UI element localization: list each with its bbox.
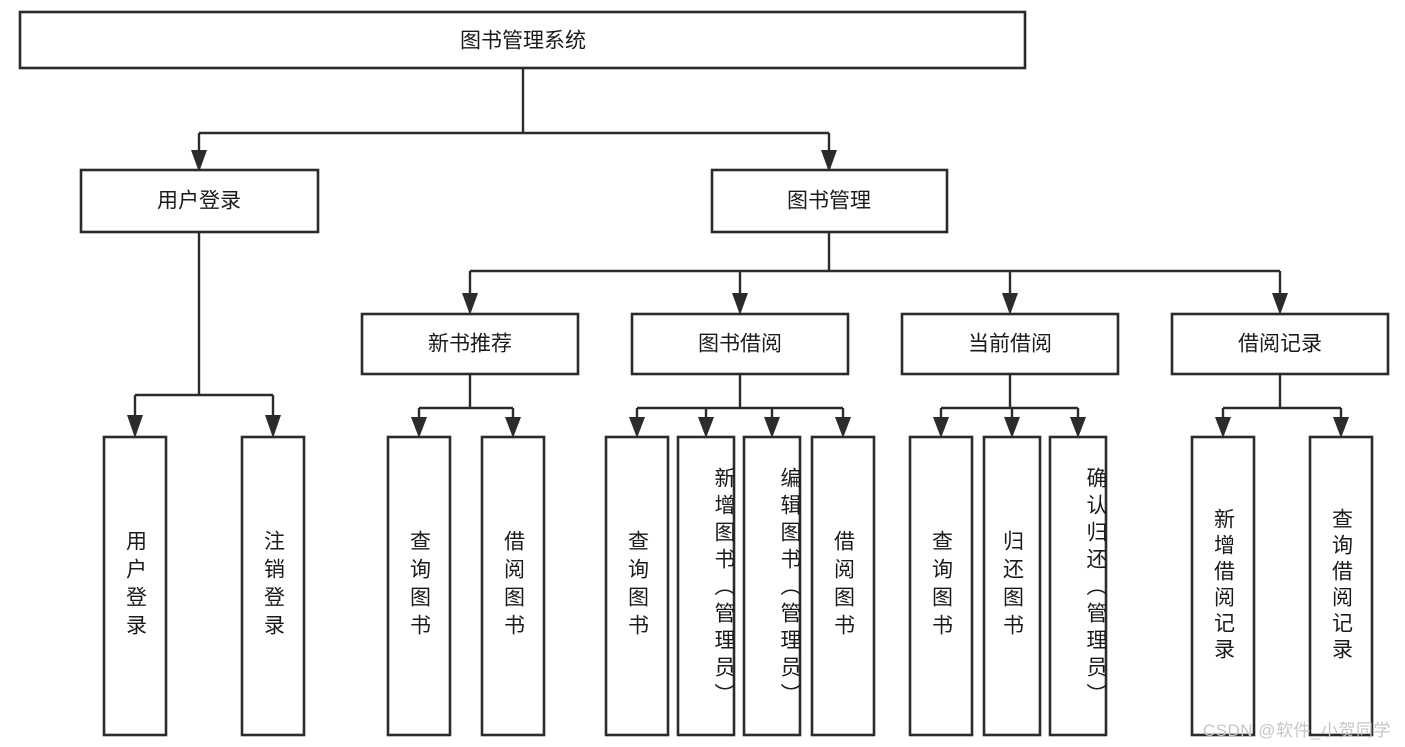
- leaf-cb-confirm-box[interactable]: [1048, 435, 1108, 737]
- leaf-cb-query-box[interactable]: [908, 435, 974, 737]
- leaf-br-add-label: 新增借阅记录: [1211, 508, 1235, 664]
- leaf-nbr-borrow-label: 借阅图书: [501, 530, 525, 642]
- node-current-borrow[interactable]: 当前借阅: [900, 312, 1120, 376]
- node-current-borrow-label: 当前借阅: [968, 333, 1052, 356]
- leaf-bb-borrow-label: 借阅图书: [831, 530, 855, 642]
- leaf-cb-return-label: 归还图书: [1000, 530, 1024, 642]
- node-root-system-label: 图书管理系统: [460, 30, 586, 53]
- leaf-nbr-query-box[interactable]: [386, 435, 452, 737]
- leaf-bb-query-label: 查询图书: [625, 530, 649, 642]
- connector-layer: [127, 68, 1349, 438]
- node-borrow-record-label: 借阅记录: [1238, 333, 1322, 356]
- leaf-bb-edit-label: 编辑图书（管理员）: [778, 466, 801, 710]
- leaf-cb-query-label: 查询图书: [929, 530, 953, 642]
- node-book-borrow-label: 图书借阅: [698, 333, 782, 356]
- leaf-user-login-box[interactable]: [102, 435, 168, 737]
- leaf-bb-edit-box[interactable]: [742, 435, 802, 737]
- leaf-br-query-label: 查询借阅记录: [1329, 508, 1353, 664]
- node-book-borrow[interactable]: 图书借阅: [630, 312, 850, 376]
- leaf-user-logout-label: 注销登录: [261, 530, 285, 642]
- leaf-user-logout-box[interactable]: [240, 435, 306, 737]
- node-new-book-rec-label: 新书推荐: [428, 333, 512, 356]
- leaf-user-login-label: 用户登录: [123, 530, 147, 642]
- connector-bookmanage-to-level3: [462, 232, 1288, 315]
- node-book-manage[interactable]: 图书管理: [710, 168, 949, 234]
- leaf-bb-add-label: 新增图书（管理员）: [712, 466, 735, 710]
- node-user-login[interactable]: 用户登录: [79, 168, 320, 234]
- leaf-nbr-query-label: 查询图书: [407, 530, 431, 642]
- connector-newbookrec-to-leaves: [411, 374, 521, 438]
- connector-bookborrow-to-leaves: [629, 374, 851, 438]
- leaf-cb-confirm-label: 确认归还（管理员）: [1084, 466, 1107, 710]
- connector-borrowrecord-to-leaves: [1215, 374, 1349, 438]
- node-borrow-record[interactable]: 借阅记录: [1170, 312, 1390, 376]
- connector-userlogin-to-leaves: [127, 232, 281, 438]
- leaf-br-query-box[interactable]: [1308, 435, 1374, 737]
- connector-currentborrow-to-leaves: [933, 374, 1086, 438]
- node-user-login-label: 用户登录: [157, 190, 241, 213]
- csdn-watermark: CSDN @软件_小贺同学: [1202, 721, 1391, 740]
- leaf-cb-return-box[interactable]: [982, 435, 1042, 737]
- leaf-bb-add-box[interactable]: [676, 435, 736, 737]
- leaf-nbr-borrow-box[interactable]: [480, 435, 546, 737]
- node-book-manage-label: 图书管理: [787, 190, 871, 213]
- leaf-bb-query-box[interactable]: [604, 435, 670, 737]
- node-root-system[interactable]: 图书管理系统: [18, 10, 1027, 70]
- leaf-bb-borrow-box[interactable]: [810, 435, 876, 737]
- leaf-br-add-box[interactable]: [1190, 435, 1256, 737]
- leaf-box-layer: [102, 435, 1374, 737]
- node-new-book-rec[interactable]: 新书推荐: [360, 312, 580, 376]
- connector-root-to-level2: [191, 68, 837, 172]
